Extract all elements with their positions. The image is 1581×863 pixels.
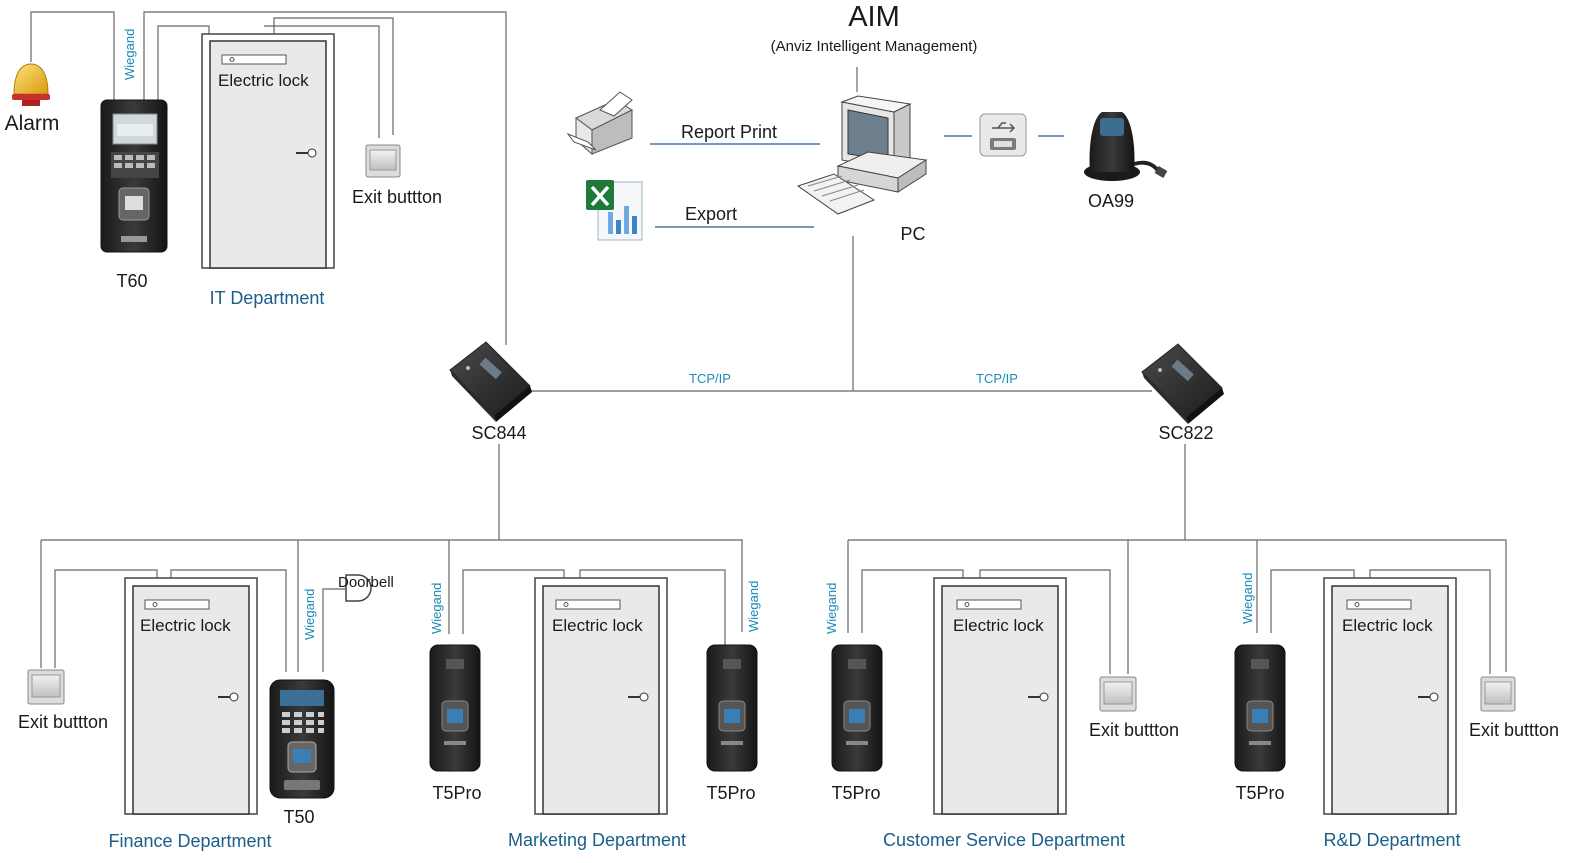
fingerprint-reader-icon xyxy=(706,644,758,772)
export-label: Export xyxy=(685,204,737,224)
reader-t60-label: T60 xyxy=(116,271,147,291)
it-department-label: IT Department xyxy=(210,288,325,308)
fingerprint-reader-icon xyxy=(1234,644,1286,772)
exit-button-icon xyxy=(1099,676,1137,712)
fingerprint-reader-icon xyxy=(429,644,481,772)
rnd-exit-button-label: Exit buttton xyxy=(1469,720,1559,740)
alarm-label: Alarm xyxy=(5,112,60,135)
it-electric-lock-label: Electric lock xyxy=(218,71,309,90)
rnd-department-label: R&D Department xyxy=(1323,830,1460,850)
aim-subtitle: (Anviz Intelligent Management) xyxy=(771,38,978,55)
customer-reader-label: T5Pro xyxy=(831,783,880,803)
fingerprint-reader-icon xyxy=(269,679,335,799)
finance-exit-button-label: Exit buttton xyxy=(18,712,108,732)
finance-department-label: Finance Department xyxy=(108,831,271,851)
reader-t50-label: T50 xyxy=(283,807,314,827)
controller-sc844-label: SC844 xyxy=(471,423,526,443)
doorbell-label: Doorbell xyxy=(338,574,394,591)
door-icon xyxy=(534,577,668,815)
marketing-reader-right-label: T5Pro xyxy=(706,783,755,803)
customer-electric-lock-label: Electric lock xyxy=(953,616,1044,635)
door-icon xyxy=(933,577,1067,815)
wiegand-label: Wiegand xyxy=(824,583,839,634)
oa99-label: OA99 xyxy=(1088,191,1134,211)
printer-icon xyxy=(566,91,634,156)
wiegand-label: Wiegand xyxy=(122,29,137,80)
fingerprint-reader-icon xyxy=(100,99,168,253)
report-print-label: Report Print xyxy=(681,122,777,142)
rnd-reader-label: T5Pro xyxy=(1235,783,1284,803)
pc-label: PC xyxy=(900,224,925,244)
door-icon xyxy=(201,33,335,269)
exit-button-icon xyxy=(1480,676,1516,712)
wiegand-label: Wiegand xyxy=(302,589,317,640)
exit-button-icon xyxy=(365,144,401,178)
controller-icon xyxy=(1141,343,1224,424)
usb-icon xyxy=(979,113,1027,157)
marketing-electric-lock-label: Electric lock xyxy=(552,616,643,635)
marketing-reader-left-label: T5Pro xyxy=(432,783,481,803)
it-exit-button-label: Exit buttton xyxy=(352,187,442,207)
tcpip-left-label: TCP/IP xyxy=(689,371,731,386)
rnd-electric-lock-label: Electric lock xyxy=(1342,616,1433,635)
customer-exit-button-label: Exit buttton xyxy=(1089,720,1179,740)
aim-title: AIM xyxy=(848,1,900,33)
alarm-bell-icon xyxy=(12,63,50,106)
tcpip-right-label: TCP/IP xyxy=(976,371,1018,386)
wiegand-label: Wiegand xyxy=(746,581,761,632)
doorbell-icon xyxy=(345,574,372,602)
finance-electric-lock-label: Electric lock xyxy=(140,616,231,635)
customer-department-label: Customer Service Department xyxy=(883,830,1125,850)
fingerprint-reader-icon xyxy=(831,644,883,772)
door-icon xyxy=(124,577,258,815)
door-icon xyxy=(1323,577,1457,815)
pc-icon xyxy=(796,95,928,215)
marketing-department-label: Marketing Department xyxy=(508,830,686,850)
exit-button-icon xyxy=(27,669,65,705)
controller-sc822-label: SC822 xyxy=(1158,423,1213,443)
fingerprint-scanner-icon xyxy=(1084,112,1168,181)
wiring xyxy=(30,11,1507,674)
wiegand-label: Wiegand xyxy=(429,583,444,634)
excel-icon xyxy=(586,180,643,241)
wiegand-label: Wiegand xyxy=(1240,573,1255,624)
controller-icon xyxy=(449,341,532,422)
